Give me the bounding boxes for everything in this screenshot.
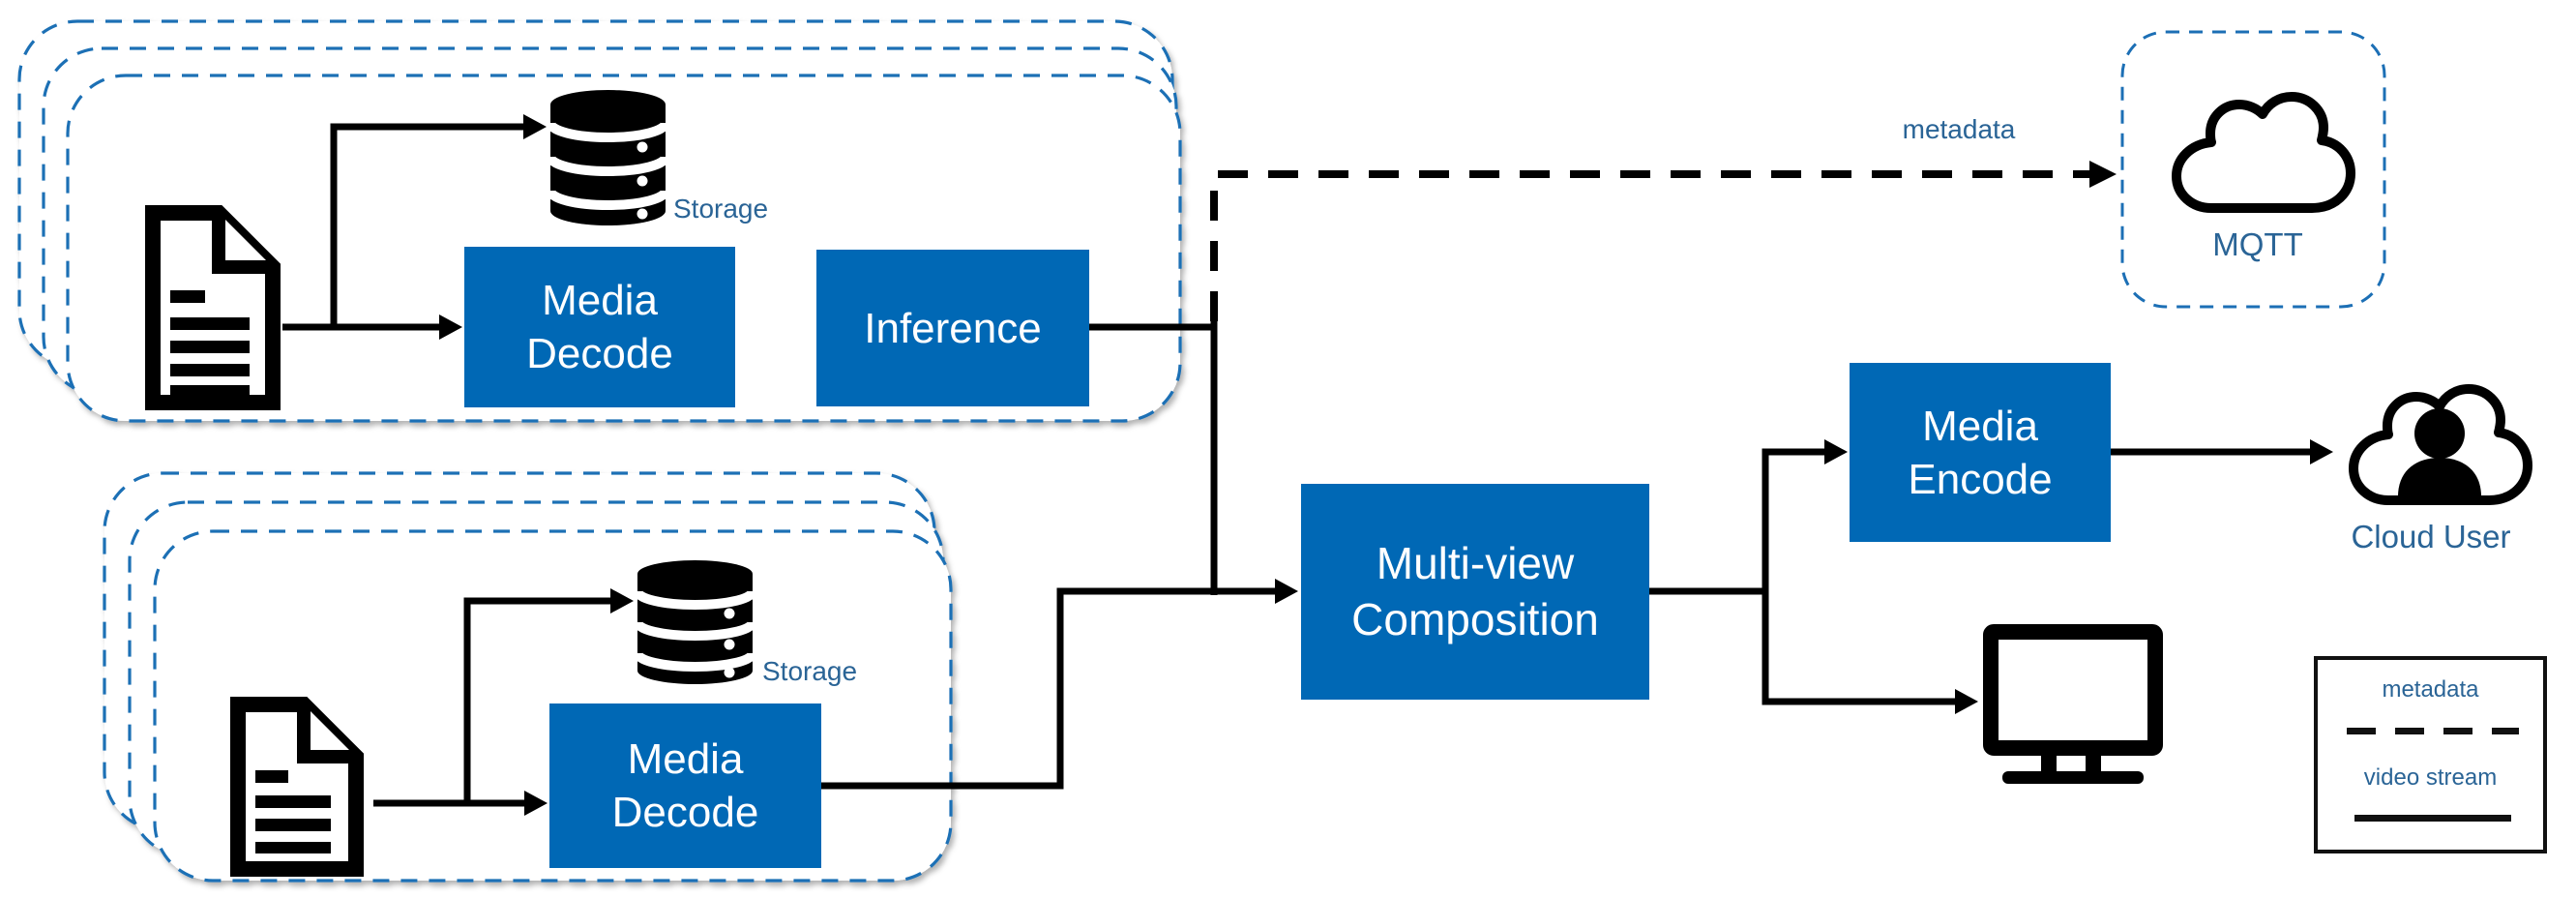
legend-video-stream-line <box>2354 815 2511 822</box>
arrowhead-cloud-user <box>2310 439 2333 464</box>
node-media-decode-bottom: Media Decode <box>549 703 821 868</box>
database-cylinder-icon <box>546 90 670 226</box>
storage-label-bottom: Storage <box>762 656 858 686</box>
flow-lines <box>282 123 2310 807</box>
arrowheads <box>439 114 2333 816</box>
node-label: Media Decode <box>526 277 673 377</box>
monitor-icon <box>1983 624 2163 784</box>
arrowhead-multiview <box>1275 579 1298 604</box>
arrowhead-decode-bottom <box>524 791 548 816</box>
node-inference: Inference <box>816 250 1089 406</box>
arrowhead-monitor <box>1955 689 1978 714</box>
arrowhead-storage-top <box>523 114 547 139</box>
document-icon <box>230 697 364 877</box>
legend-metadata-label: metadata <box>2382 676 2479 703</box>
user-body <box>2398 458 2481 496</box>
line-multiview-to-monitor <box>1762 591 1955 705</box>
metadata-arrow-label: metadata <box>1902 114 2016 144</box>
arrowhead-storage-bottom <box>610 588 634 614</box>
storage-label-top: Storage <box>673 194 769 224</box>
document-icon <box>145 205 281 410</box>
node-media-encode: Media Encode <box>1850 363 2111 542</box>
cloud-user-label: Cloud User <box>2351 519 2511 554</box>
legend-metadata-line <box>2347 728 2519 734</box>
node-label: Multi-view Composition <box>1351 538 1599 644</box>
arrowhead-encode <box>1824 439 1848 464</box>
node-label: Inference <box>864 304 1042 352</box>
node-multiview-composition: Multi-view Composition <box>1301 484 1649 700</box>
arrowhead-decode-top <box>439 314 462 340</box>
user-head <box>2414 408 2465 459</box>
mqtt-label: MQTT <box>2212 226 2303 262</box>
line-decode-to-multiview <box>821 587 1275 790</box>
node-label: Media Decode <box>611 735 759 836</box>
line-branch-to-storage-bottom <box>463 597 610 803</box>
cloud-icon <box>2172 92 2355 213</box>
line-branch-to-storage-top <box>330 123 523 327</box>
node-label: Media Encode <box>1908 402 2053 503</box>
arrowhead-mqtt <box>2089 161 2117 188</box>
cloud-user-icon <box>2349 384 2532 505</box>
database-cylinder-icon <box>633 560 757 685</box>
metadata-dashed-connector <box>1210 170 2089 321</box>
legend-video-stream-label: video stream <box>2363 764 2498 791</box>
legend-box: metadata video stream <box>2314 656 2547 853</box>
line-multiview-to-encode <box>1649 448 1824 595</box>
node-media-decode-top: Media Decode <box>464 247 735 407</box>
